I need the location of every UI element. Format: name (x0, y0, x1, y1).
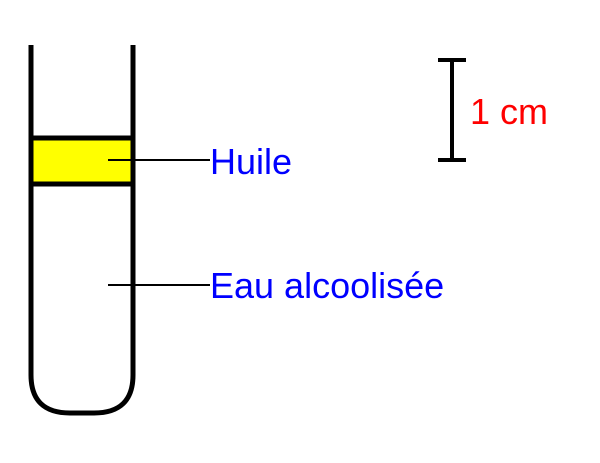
scale-bar (438, 58, 466, 162)
water-label: Eau alcoolisée (210, 265, 445, 306)
test-tube-outline (28, 45, 136, 416)
scale-label: 1 cm (470, 91, 549, 132)
oil-label: Huile (210, 141, 293, 182)
